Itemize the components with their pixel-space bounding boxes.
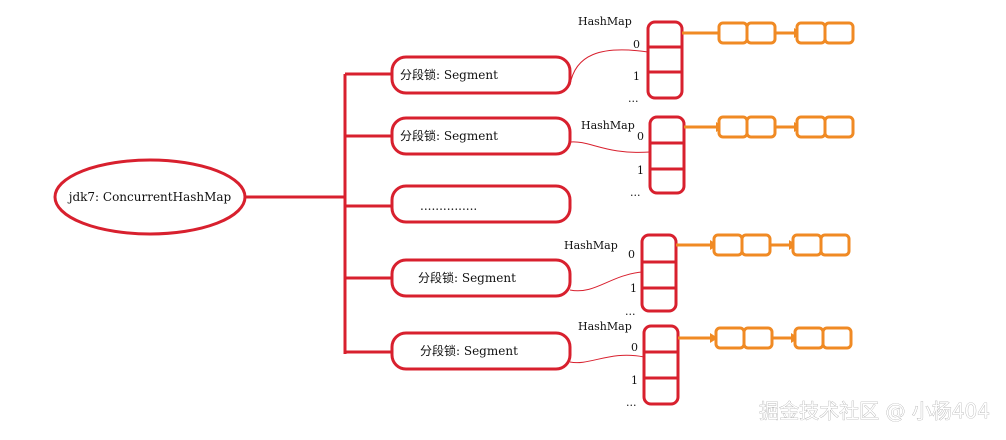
hashmap-title: HashMap	[578, 15, 632, 28]
segment-3: ...............	[390, 184, 572, 224]
row-1-index: 1	[630, 282, 637, 295]
row-1-index: 1	[631, 374, 638, 387]
row-0-index: 0	[628, 248, 635, 261]
row-more-index: ...	[625, 305, 636, 318]
segment-label: 分段锁: Segment	[400, 67, 498, 82]
segment-1: 分段锁: Segment HashMap 0 1 ...	[390, 15, 855, 105]
row-more-index: ...	[628, 92, 639, 105]
hashmap-title: HashMap	[564, 239, 618, 252]
segment-4: 分段锁: Segment HashMap 0 1 ...	[390, 233, 851, 318]
root-label: jdk7: ConcurrentHashMap	[67, 190, 232, 204]
segment-5: 分段锁: Segment HashMap 0 1 ...	[390, 320, 853, 409]
hashmap-title: HashMap	[578, 320, 632, 333]
segment-label: 分段锁: Segment	[418, 270, 516, 285]
row-1-index: 1	[633, 70, 640, 83]
hashmap-title: HashMap	[581, 119, 635, 132]
segment-label: 分段锁: Segment	[400, 128, 498, 143]
root-node: jdk7: ConcurrentHashMap	[53, 158, 247, 236]
row-more-index: ...	[626, 396, 637, 409]
row-1-index: 1	[637, 164, 644, 177]
row-0-index: 0	[633, 38, 640, 51]
segment-2: 分段锁: Segment HashMap 0 1 ...	[390, 115, 855, 199]
row-0-index: 0	[637, 130, 644, 143]
row-0-index: 0	[631, 341, 638, 354]
row-more-index: ...	[630, 186, 641, 199]
segment-label: 分段锁: Segment	[420, 343, 518, 358]
tree-connector	[245, 72, 392, 354]
segment-ellipsis-label: ...............	[420, 199, 477, 213]
watermark-text: 掘金技术社区 @ 小杨404	[759, 399, 990, 423]
